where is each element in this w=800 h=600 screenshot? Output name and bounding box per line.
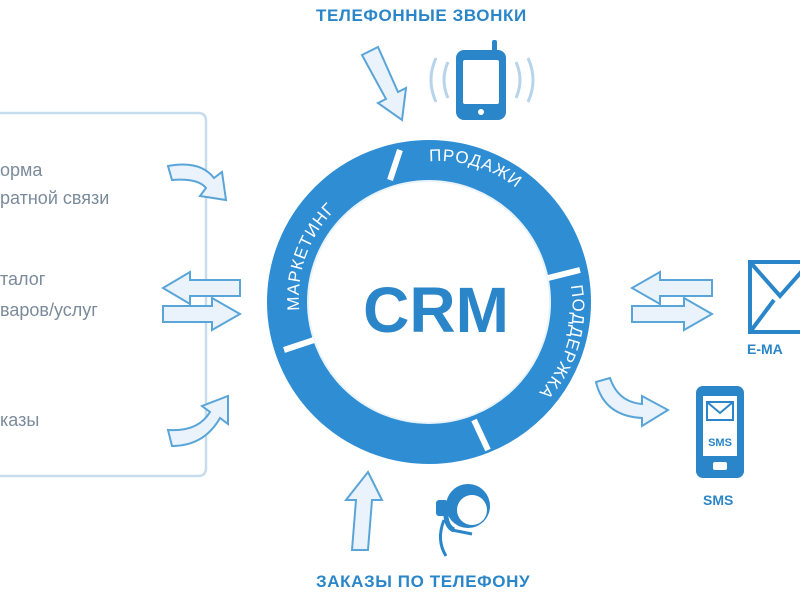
operator-headset-icon	[436, 484, 490, 557]
ring-gap-1	[387, 149, 403, 181]
arrow-sms	[594, 376, 671, 428]
sms-phone-icon: SMS	[696, 386, 744, 478]
catalog-line1: талог	[0, 269, 46, 289]
ring-gap-3	[471, 418, 491, 452]
crm-title: CRM	[363, 274, 509, 346]
email-envelope-icon	[748, 260, 800, 334]
ring-gap-4	[283, 337, 315, 353]
sms-icon-text: SMS	[708, 437, 732, 449]
arrow-phone-calls	[360, 45, 408, 122]
email-label: E-MA	[747, 341, 783, 357]
ring-gap-2	[547, 267, 581, 281]
feedback-form-line2: ратной связи	[0, 188, 110, 208]
mobile-phone-icon	[429, 40, 535, 120]
arrows-email	[629, 270, 715, 332]
phone-orders-label: ЗАКАЗЫ ПО ТЕЛЕФОНУ	[316, 572, 531, 591]
phone-calls-label: ТЕЛЕФОННЫЕ ЗВОНКИ	[316, 6, 527, 25]
catalog-line2: варов/услуг	[0, 300, 98, 320]
crm-ring	[267, 140, 591, 464]
orders-text: казы	[0, 410, 40, 430]
sms-label: SMS	[703, 492, 734, 508]
arrow-orders	[166, 394, 229, 448]
arrow-phone-orders	[343, 470, 384, 551]
arrow-feedback-form	[166, 163, 228, 202]
feedback-form-line1: орма	[0, 160, 43, 180]
arrows-catalog	[161, 270, 243, 332]
ring-inner	[309, 182, 549, 422]
